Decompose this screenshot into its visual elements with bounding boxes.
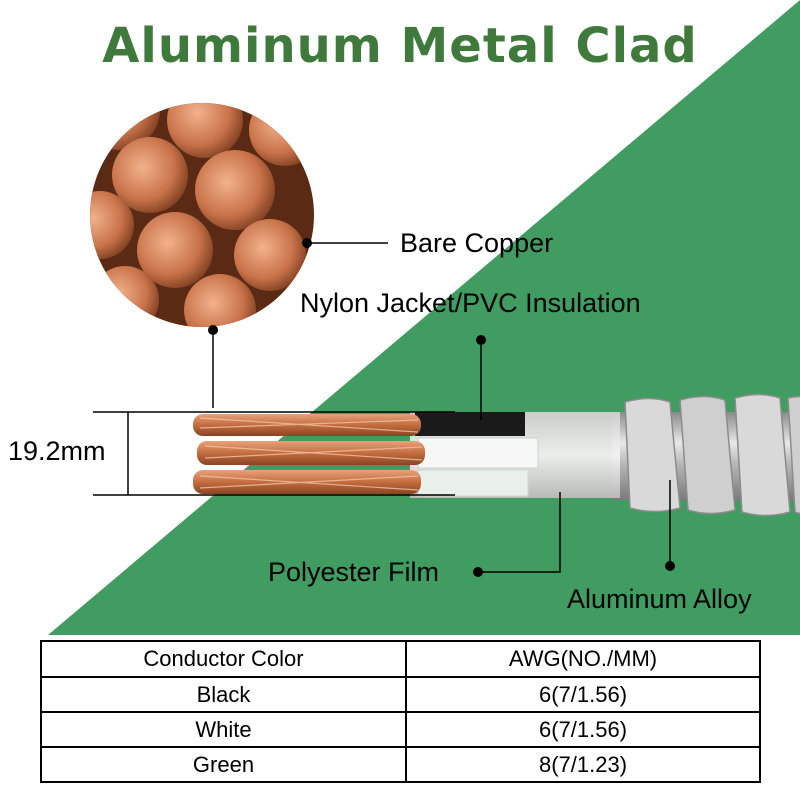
table-cell: 8(7/1.23) xyxy=(405,746,761,783)
bare-copper-label: Bare Copper xyxy=(400,228,554,258)
leader-dots xyxy=(208,238,675,577)
table-cell: White xyxy=(40,711,407,748)
table-row: Green 8(7/1.23) xyxy=(40,746,761,783)
table-cell: 6(7/1.56) xyxy=(405,711,761,748)
dimension-label: 19.2mm xyxy=(8,436,106,466)
aluminum-alloy-label: Aluminum Alloy xyxy=(567,584,752,614)
insulated-conductors xyxy=(415,412,539,497)
polyester-film-leader xyxy=(478,492,561,573)
copper-strands-closeup xyxy=(90,103,314,327)
nylon-jacket-label: Nylon Jacket/PVC Insulation xyxy=(300,288,641,318)
table-cell: 6(7/1.56) xyxy=(405,676,761,713)
page-title: Aluminum Metal Clad xyxy=(102,18,698,74)
header-awg: AWG(NO./MM) xyxy=(405,640,761,678)
aluminum-armor xyxy=(612,393,800,517)
table-cell: Black xyxy=(40,676,407,713)
table-row: White 6(7/1.56) xyxy=(40,711,761,748)
polyester-film-label: Polyester Film xyxy=(268,557,440,587)
bare-copper-strands xyxy=(193,414,425,494)
table-header-row: Conductor Color AWG(NO./MM) xyxy=(40,640,761,678)
leader-lines xyxy=(93,242,671,573)
header-conductor-color: Conductor Color xyxy=(40,640,407,678)
table-row: Black 6(7/1.56) xyxy=(40,676,761,713)
spec-table: Conductor Color AWG(NO./MM) Black 6(7/1.… xyxy=(40,640,761,783)
table-cell: Green xyxy=(40,746,407,783)
